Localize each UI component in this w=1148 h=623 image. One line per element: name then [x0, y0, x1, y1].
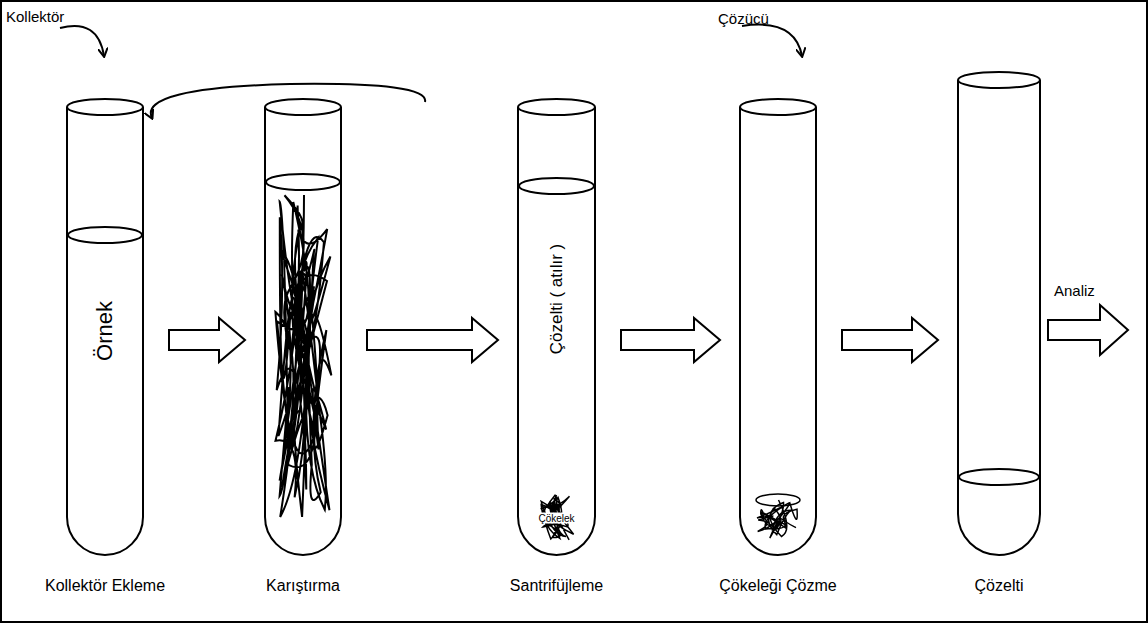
test-tube: Çökeleği Çözme [740, 99, 816, 555]
test-tube: ÖrnekKollektör Ekleme [67, 99, 143, 555]
tube-outline [958, 72, 1040, 555]
liquid-level [68, 227, 142, 243]
tube-outline [265, 99, 341, 555]
step-label: Analiz [1054, 282, 1095, 299]
tube-content-label: Çözelti ( atılır ) [547, 244, 567, 355]
block-arrow [1048, 305, 1128, 355]
liquid-level [519, 178, 594, 194]
block-arrow [367, 318, 498, 362]
block-arrow [621, 318, 720, 362]
tube-wall [67, 107, 143, 555]
precipitate-label: Çökelek [536, 513, 576, 524]
tube-wall [518, 107, 595, 555]
scribble [275, 195, 331, 517]
step-caption: Çökeleği Çözme [719, 577, 836, 595]
rotation-arrow [151, 84, 425, 118]
tube-mouth [67, 99, 143, 115]
tube-mouth [740, 99, 816, 115]
tube-wall [958, 80, 1040, 555]
liquid-level [266, 174, 340, 190]
block-arrow [842, 318, 938, 362]
step-caption: Santrifüjleme [510, 577, 603, 595]
tube-wall [740, 107, 816, 555]
reagent-label: Çözücü [718, 10, 769, 27]
step-caption: Çözelti [975, 577, 1024, 595]
scribbles [275, 195, 800, 540]
tube-content-label: Örnek [92, 301, 118, 361]
reagent-label: Kollektör [6, 8, 64, 25]
liquid-level [959, 469, 1039, 485]
test-tube: Çözelti ( atılır )ÇökelekSantrifüjleme [518, 99, 595, 555]
tube-mouth [265, 99, 341, 115]
pour-arrow [742, 25, 802, 56]
block-arrow [169, 318, 245, 362]
step-caption: Kollektör Ekleme [45, 577, 165, 595]
precipitate-rim [756, 494, 800, 506]
tube-mouth [958, 72, 1040, 88]
pour-arrow [60, 26, 104, 56]
tube-outline [740, 99, 816, 555]
tube-wall [265, 107, 341, 555]
test-tube: Karıştırma [265, 99, 341, 555]
step-caption: Karıştırma [266, 577, 340, 595]
tube-mouth [518, 99, 595, 115]
test-tube: Çözelti [958, 72, 1040, 555]
